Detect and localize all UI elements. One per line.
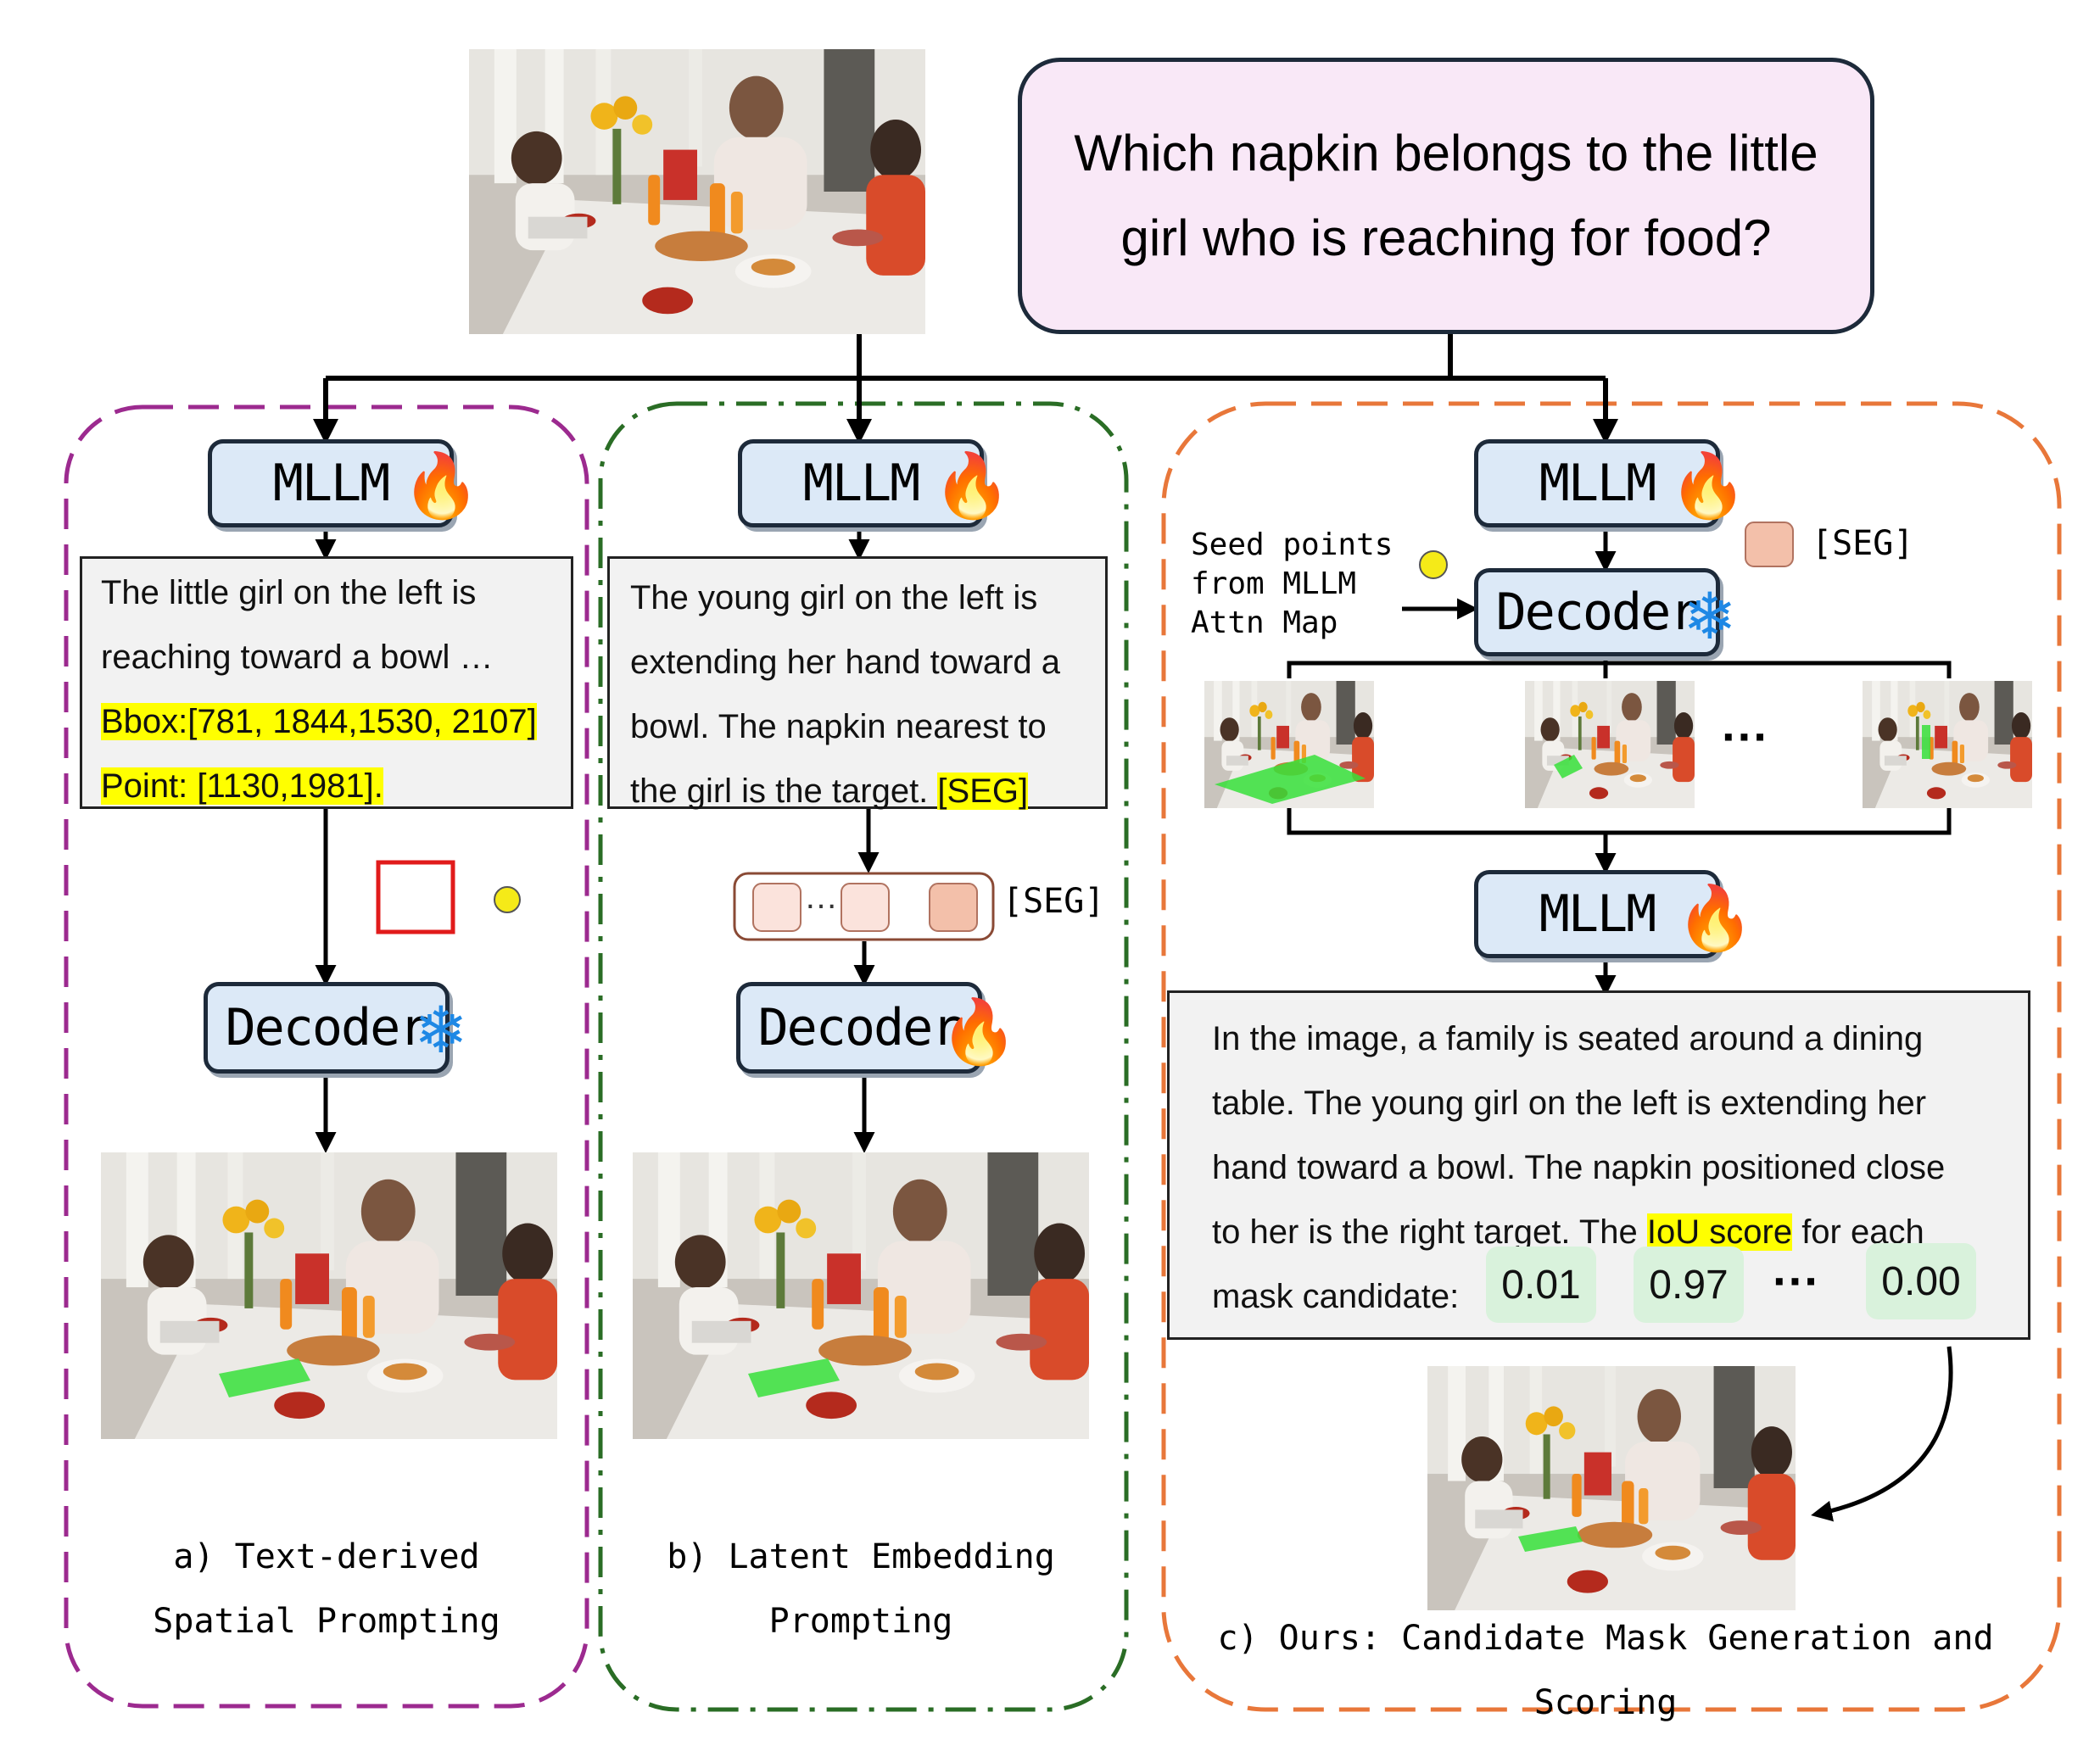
panel-a-line-1: The little girl on the left is <box>101 574 477 611</box>
mllm-label: MLLM <box>272 454 390 513</box>
panel-c-seg-label: [SEG] <box>1812 524 1914 563</box>
snowflake-icon: ❄ <box>414 995 468 1067</box>
candidate-mask-1 <box>1204 681 1374 808</box>
panel-a-text-box: The little girl on the left is reaching … <box>80 556 573 809</box>
panel-b-line-4: the girl is the target. <box>630 773 929 810</box>
candidate-mask-2 <box>1525 681 1695 808</box>
seed-point-shape <box>1419 550 1448 579</box>
panel-a-output-image <box>101 1152 557 1439</box>
panel-b-seg-label: [SEG] <box>1003 882 1105 921</box>
decoder-label: Decoder <box>225 998 430 1057</box>
panel-a-caption: a) Text-derived Spatial Prompting <box>102 1525 551 1654</box>
fire-icon: 🔥 <box>940 996 1019 1067</box>
point-prompt-shape <box>494 886 521 913</box>
panel-b-line-3: bowl. The napkin nearest to <box>630 708 1047 745</box>
panel-c-mllm-box-top: MLLM <box>1474 439 1720 527</box>
seed-line-3: Attn Map <box>1191 605 1338 640</box>
seed-points-label: Seed points from MLLM Attn Map <box>1191 526 1393 643</box>
decoder-label: Decoder <box>757 998 963 1057</box>
mllm-label: MLLM <box>802 454 920 513</box>
fire-icon: 🔥 <box>402 450 481 521</box>
final-output-image <box>1427 1366 1796 1610</box>
score-chip-3: 0.00 <box>1866 1243 1976 1319</box>
seg-token-c <box>1745 522 1794 567</box>
panel-b-text-box: The young girl on the left is extending … <box>607 556 1108 810</box>
panel-a-caption-line-1: a) Text-derived <box>173 1537 480 1576</box>
panel-c-line-4-a: to her is the right target. The <box>1212 1213 1638 1251</box>
panel-c-mllm-box-bottom: MLLM <box>1474 870 1720 958</box>
panel-b-caption-line-1: b) Latent Embedding <box>667 1537 1055 1576</box>
panel-c-caption: c) Ours: Candidate Mask Generation and S… <box>1217 1619 1994 1722</box>
panel-c-line-1: In the image, a family is seated around … <box>1212 1020 1924 1057</box>
fire-icon: 🔥 <box>1669 450 1748 521</box>
fire-icon: 🔥 <box>933 450 1012 521</box>
bbox-prompt-shape <box>376 860 455 934</box>
score-chip-1: 0.01 <box>1486 1247 1596 1323</box>
point-text: Point: [1130,1981]. <box>101 767 383 805</box>
snowflake-icon: ❄ <box>1683 581 1737 653</box>
panel-b-line-1: The young girl on the left is <box>630 579 1038 616</box>
seg-tag: [SEG] <box>937 773 1029 810</box>
panel-a-mllm-box: MLLM <box>208 439 454 527</box>
panel-a-caption-line-2: Spatial Prompting <box>153 1602 500 1641</box>
panel-a-decoder-box: Decoder <box>204 982 450 1074</box>
panel-b-decoder-box: Decoder <box>736 982 982 1074</box>
seg-token-dots: … <box>804 878 838 916</box>
seed-line-1: Seed points <box>1191 527 1393 562</box>
decoder-label: Decoder <box>1495 583 1701 642</box>
panel-c-text-box: In the image, a family is seated around … <box>1167 990 2030 1340</box>
bbox-text: Bbox:[781, 1844,1530, 2107] <box>101 703 537 740</box>
seed-line-2: from MLLM <box>1191 566 1357 601</box>
candidate-mask-3 <box>1863 681 2032 808</box>
score-chip-2: 0.97 <box>1634 1247 1744 1323</box>
panel-b-line-2: extending her hand toward a <box>630 644 1061 681</box>
mllm-label: MLLM <box>1539 884 1656 944</box>
seg-token-3 <box>929 883 978 932</box>
fire-icon: 🔥 <box>1676 883 1755 953</box>
panel-a-line-2: reaching toward a bowl … <box>101 639 494 676</box>
panel-c-border <box>1161 401 2062 1712</box>
seg-token-1 <box>752 883 801 932</box>
panel-b-caption: b) Latent Embedding Prompting <box>636 1525 1086 1654</box>
panel-b-mllm-box: MLLM <box>738 439 984 527</box>
score-ellipsis: ··· <box>1773 1254 1820 1308</box>
iou-score-highlight: IoU score <box>1646 1213 1793 1251</box>
question-box: Which napkin belongs to the little girl … <box>1018 58 1874 334</box>
input-image <box>469 49 925 334</box>
panel-b-output-image <box>633 1152 1089 1439</box>
panel-c-line-3: hand toward a bowl. The napkin positione… <box>1212 1149 1946 1186</box>
panel-b-border <box>598 401 1129 1712</box>
panel-c-line-2: table. The young girl on the left is ext… <box>1212 1085 1927 1122</box>
candidate-ellipsis: ··· <box>1722 710 1769 763</box>
question-text: Which napkin belongs to the little girl … <box>1074 125 1818 266</box>
seg-token-2 <box>841 883 890 932</box>
panel-c-line-5: mask candidate: <box>1212 1278 1460 1315</box>
panel-c-decoder-box: Decoder <box>1474 568 1720 656</box>
mllm-label: MLLM <box>1539 454 1656 513</box>
panel-b-caption-line-2: Prompting <box>768 1602 953 1641</box>
